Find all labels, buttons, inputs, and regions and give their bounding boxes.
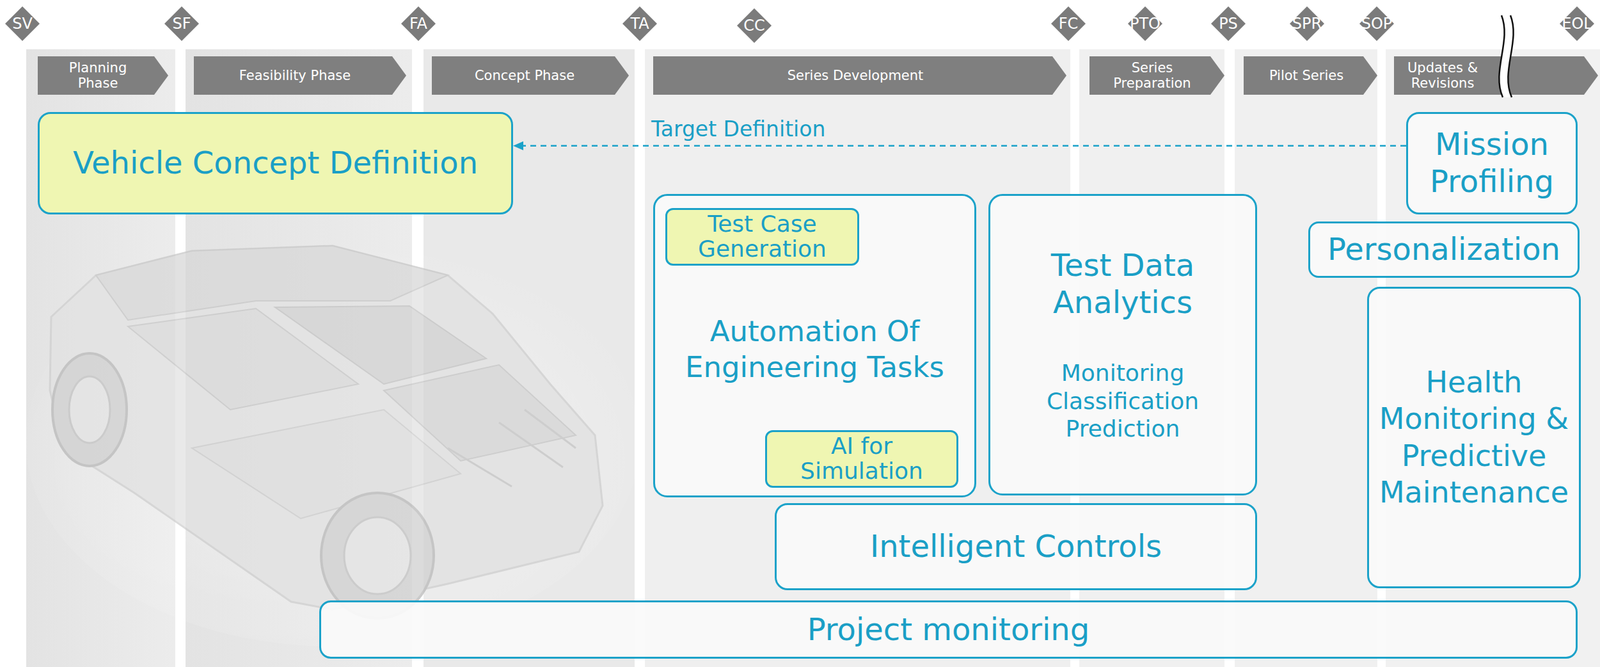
node-label: Mission Profiling: [1414, 126, 1570, 200]
phase-chevron: Planning Phase: [37, 56, 169, 95]
node-label: Health Monitoring & Predictive Maintenan…: [1375, 364, 1573, 510]
milestone-diamond: SPR: [1289, 6, 1325, 41]
node-label: Vehicle Concept Definition: [46, 144, 505, 182]
milestone-diamond: PTO: [1127, 6, 1163, 41]
milestone-label: FA: [409, 15, 428, 32]
milestone-label: SF: [172, 15, 191, 32]
phase-chevron: Pilot Series: [1243, 56, 1378, 95]
milestone-diamond: EOL: [1559, 6, 1595, 41]
node-label: AI for Simulation: [773, 433, 951, 484]
dashed-arrow: [513, 141, 1407, 151]
phase-chevron: Feasibility Phase: [193, 56, 407, 95]
sub-task-box: AI for Simulation: [765, 429, 959, 488]
milestone-label: PS: [1218, 15, 1238, 32]
use-case-box: Mission Profiling: [1406, 111, 1578, 215]
node-label: Test Data Analytics: [996, 246, 1249, 321]
milestone-diamond: SF: [164, 6, 199, 41]
node-label: Test Case Generation: [673, 211, 851, 262]
milestone-label: SOP: [1361, 15, 1393, 32]
milestone-diamond: TA: [622, 6, 658, 41]
node-label: Monitoring Classification Prediction: [1026, 358, 1219, 443]
milestone-label: SV: [12, 15, 33, 32]
use-case-box: Health Monitoring & Predictive Maintenan…: [1367, 286, 1581, 588]
milestone-diamond: CC: [736, 8, 772, 43]
milestone-label: SPR: [1292, 15, 1322, 32]
use-case-box: Intelligent Controls: [774, 502, 1258, 590]
phase-label: Concept Phase: [474, 67, 575, 84]
node-label: Project monitoring: [327, 610, 1570, 649]
phase-chevron: Series Preparation: [1089, 56, 1225, 95]
car-illustration: [25, 236, 640, 647]
milestone-diamond: SOP: [1359, 6, 1395, 41]
edge-label-holder: Target Definition: [651, 116, 826, 143]
node-label: Intelligent Controls: [783, 527, 1249, 565]
node-label: Automation Of Engineering Tasks: [662, 313, 967, 386]
milestone-label: FC: [1058, 15, 1079, 32]
phase-chevron: Series Development: [653, 56, 1067, 95]
phase-label: Series Preparation: [1104, 60, 1201, 91]
milestone-label: TA: [630, 15, 649, 32]
phase-bands: [26, 49, 1600, 667]
phase-label: Updates & Revisions: [1397, 60, 1488, 91]
phase-label: Planning Phase: [55, 60, 141, 91]
milestone-label: EOL: [1561, 15, 1592, 32]
phase-label: Series Development: [787, 67, 924, 84]
use-case-group: Automation Of Engineering Tasks Test Case…: [653, 193, 977, 498]
use-case-box: Project monitoring: [319, 600, 1578, 659]
milestone-diamond: SV: [5, 6, 40, 41]
concept-box: Vehicle Concept Definition: [37, 111, 514, 215]
milestone-diamond: PS: [1211, 6, 1246, 41]
phase-chevron: Updates & Revisions: [1394, 56, 1599, 95]
milestone-diamond: FA: [401, 6, 436, 41]
edge-label: Target Definition: [651, 116, 826, 142]
milestone-diamond: FC: [1051, 6, 1086, 41]
phase-label: Feasibility Phase: [239, 67, 351, 84]
sub-task-box: Test Case Generation: [665, 207, 860, 266]
phase-label: Pilot Series: [1269, 67, 1344, 84]
milestone-label: PTO: [1129, 15, 1161, 32]
phase-chevron: Concept Phase: [431, 56, 629, 95]
use-case-box: Test Data AnalyticsMonitoring Classifica…: [988, 193, 1258, 496]
milestone-label: CC: [743, 17, 766, 34]
use-case-box: Personalization: [1308, 221, 1580, 278]
node-label: Personalization: [1316, 230, 1572, 269]
